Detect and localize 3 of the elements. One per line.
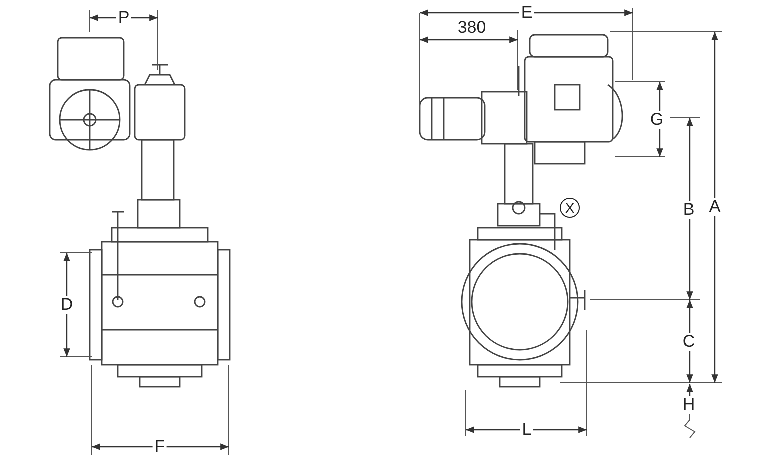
dimension-label: C bbox=[680, 333, 698, 351]
dimension-label: A bbox=[707, 198, 723, 216]
callout-letter: X bbox=[560, 198, 580, 218]
